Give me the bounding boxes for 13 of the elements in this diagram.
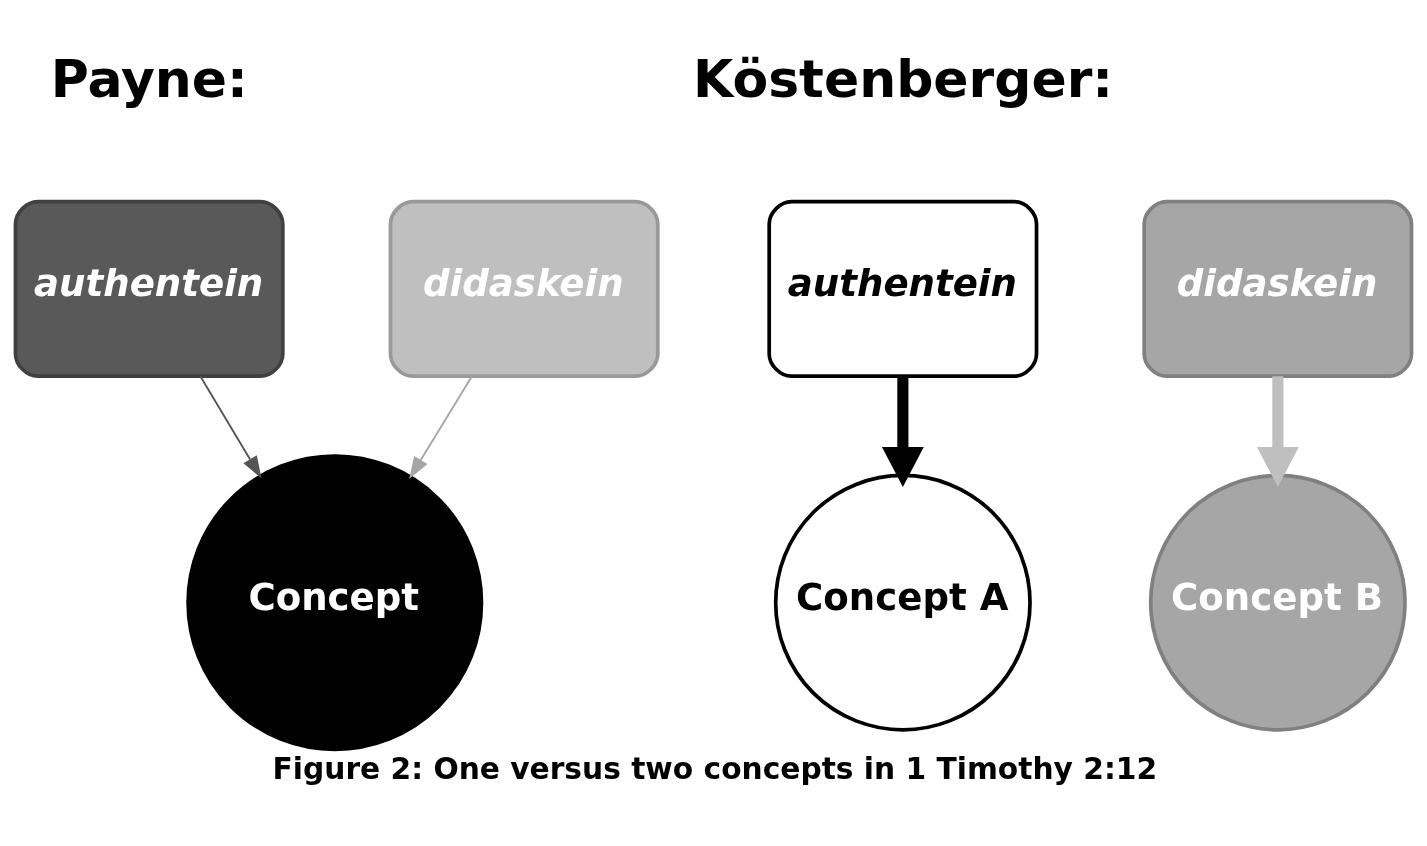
node-circle: Concept A: [773, 473, 1032, 732]
label: Payne:: [50, 48, 248, 109]
arrow: [1256, 375, 1299, 487]
node-box: authentein: [767, 199, 1039, 378]
label: Köstenberger:: [693, 48, 1114, 109]
arrow: [199, 374, 262, 478]
node-box: didaskein: [388, 199, 660, 378]
caption: Figure 2: One versus two concepts in 1 Timothy 2:12: [272, 750, 1158, 786]
node-box: authentein: [13, 199, 285, 378]
arrow: [881, 375, 924, 487]
node-circle: Concept B: [1148, 473, 1407, 732]
node-box: didaskein: [1142, 199, 1414, 378]
arrow: [409, 374, 473, 479]
